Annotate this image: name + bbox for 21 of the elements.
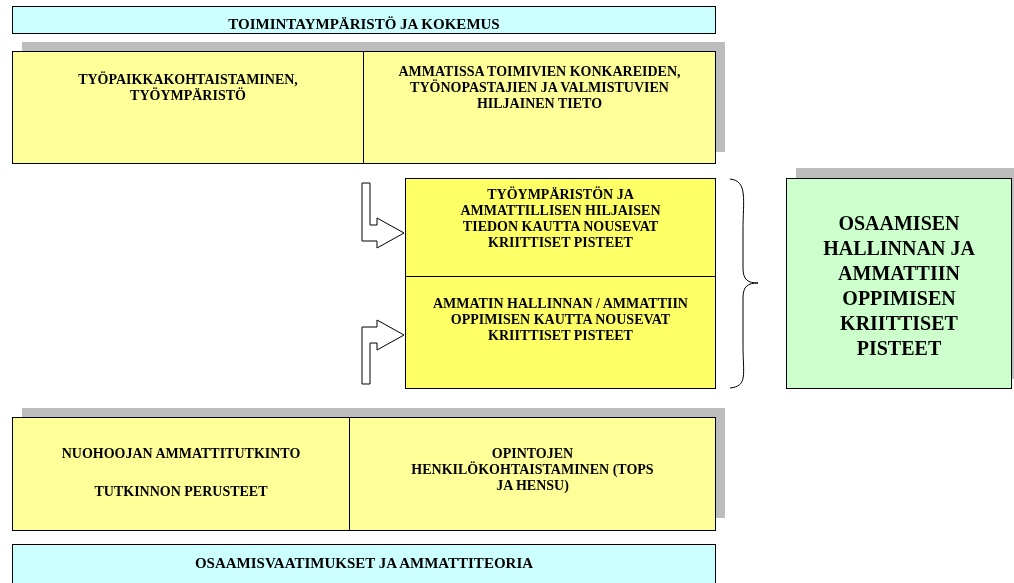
info-box [363, 51, 716, 164]
box-text: TYÖPAIKKAKOHTAISTAMINEN, TYÖYMPÄRISTÖ [77, 72, 299, 104]
box-text: AMMATIN HALLINNAN / AMMATTIIN OPPIMISEN KAUTTA NOUSEVAT KRIITTISET PISTEET [432, 296, 689, 344]
footer-band [12, 544, 716, 583]
box-text: OPINTOJEN HENKILÖKOHTAISTAMINEN (TOPS JA HENSU) [410, 446, 655, 494]
box-text: AMMATISSA TOIMIVIEN KONKAREIDEN, TYÖNOPASTAJIEN JA VALMISTUVIEN HILJAINEN TIETO [397, 64, 682, 112]
result-box [786, 178, 1012, 389]
critical-points-box [405, 276, 716, 389]
box-text: NUOHOOJAN AMMATTITUTKINTO [61, 446, 301, 462]
box-text: OSAAMISVAATIMUKSET JA AMMATTITEORIA [194, 555, 534, 571]
info-box [12, 417, 350, 531]
info-box [12, 51, 364, 164]
box-text: TOIMINTAYMPÄRISTÖ JA KOKEMUS [228, 16, 500, 32]
bent-block-arrow [361, 182, 405, 249]
bent-block-arrow [361, 319, 405, 385]
header-band [12, 6, 716, 34]
box-text: OSAAMISEN HALLINNAN JA AMMATTIIN OPPIMISEN KRIITTISET PISTEET [822, 211, 976, 361]
box-text: TUTKINNON PERUSTEET [94, 484, 268, 500]
info-box [349, 417, 716, 531]
critical-points-box [405, 178, 716, 277]
box-text: TYÖYMPÄRISTÖN JA AMMATTILLISEN HILJAISEN TIEDON KAUTTA NOUSEVAT KRIITTISET PISTEET [459, 187, 662, 251]
